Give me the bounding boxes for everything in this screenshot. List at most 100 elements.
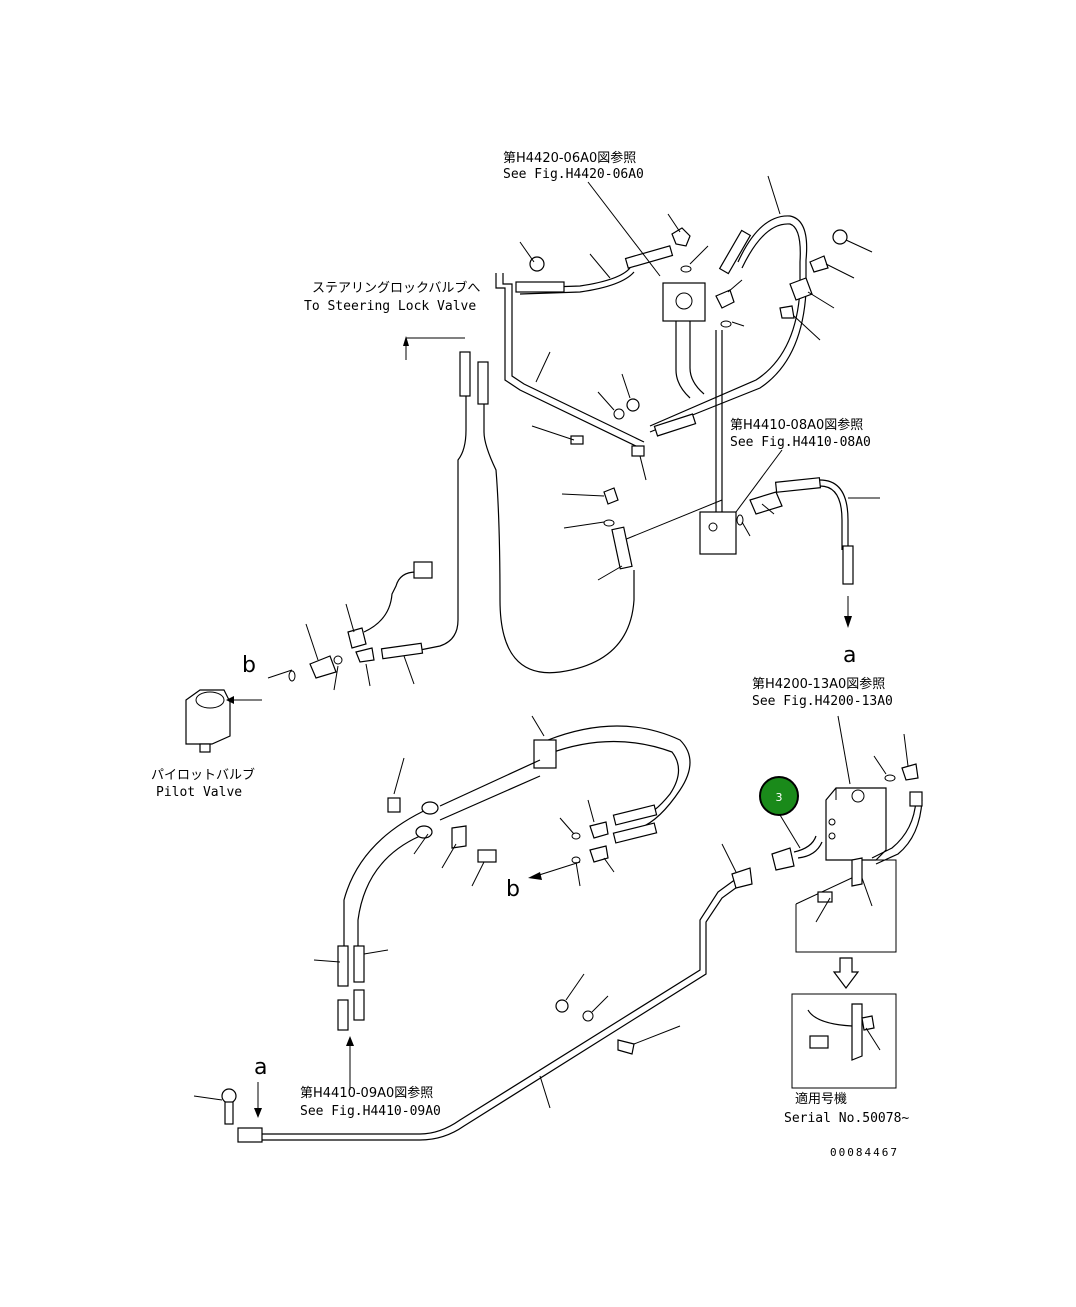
- leader-2: [519, 241, 535, 263]
- leader-46: [193, 1095, 223, 1101]
- sensor-wire: [363, 571, 417, 633]
- valve-block-right: [825, 787, 887, 861]
- steering-lock-jp: ステアリングロックバルブへ: [312, 280, 480, 296]
- valve-block-top: [662, 282, 706, 322]
- clip-lower-left: [387, 797, 401, 813]
- bottom-tube-elbow: [237, 1127, 263, 1143]
- leader-37: [575, 861, 581, 887]
- detail-clip: [861, 1015, 875, 1031]
- marker-a-top: a: [843, 643, 856, 668]
- leader-22: [597, 565, 623, 581]
- ref-h4410-09-en: See Fig.H4410-09A0: [300, 1104, 441, 1119]
- grommet-2: [415, 825, 433, 839]
- leader-31: [393, 757, 405, 795]
- steering-lock-leader: [405, 337, 465, 360]
- hose-top-left-2: [519, 271, 635, 295]
- arrow-b-left-head: [226, 696, 234, 704]
- leader-9: [825, 263, 855, 279]
- leader-h4200: [837, 715, 851, 785]
- leader-4: [667, 213, 681, 233]
- fitting-top-left: [515, 281, 565, 293]
- clip-right: [779, 305, 795, 319]
- valve-block-top-port: [675, 292, 693, 310]
- leader-3: [589, 253, 611, 279]
- leader-49: [865, 1027, 881, 1051]
- arrow-b-mid: [535, 861, 581, 877]
- fitting-mid-right: [749, 491, 783, 515]
- detail-box: [791, 993, 897, 1089]
- steering-fitting-2: [477, 361, 489, 405]
- washer-bottom: [582, 1010, 594, 1022]
- ref-h4200-en: See Fig.H4200-13A0: [752, 694, 893, 709]
- pilot-valve-assembly: [185, 561, 433, 753]
- pilot-valve-en: Pilot Valve: [156, 785, 242, 800]
- nut-mid: [626, 398, 640, 412]
- right-valve-assembly: [791, 763, 923, 1089]
- marker-b-left: b: [242, 653, 256, 678]
- leader-1: [767, 175, 781, 215]
- leader-39: [313, 959, 341, 963]
- adapter-lower-2: [589, 845, 609, 863]
- serial-en: Serial No.50078~: [784, 1111, 909, 1126]
- elbow-steering: [603, 487, 619, 505]
- leader-mid-valve: [623, 499, 723, 541]
- leader-33: [441, 843, 457, 869]
- arrow-b-mid-head: [528, 872, 542, 880]
- middle-valve-assembly: [623, 330, 854, 628]
- oring-mid-valve: [736, 514, 744, 526]
- clip-lower-mid: [451, 825, 467, 849]
- bottom-tube-assembly: [221, 835, 823, 1143]
- leader-47: [815, 897, 831, 923]
- hose-callout-2: [797, 841, 823, 859]
- arrow-to-a-head: [844, 616, 852, 628]
- adapter-pilot: [309, 655, 337, 679]
- valve-block-right-hole-2: [828, 832, 836, 840]
- fitting-vert-2: [353, 945, 365, 983]
- leader-14: [621, 373, 631, 399]
- hose-large-loop: [649, 215, 808, 433]
- leader-8: [845, 239, 873, 253]
- leader-13: [597, 391, 615, 411]
- ref-h4410-08-jp: 第H4410-08A0図参照: [730, 417, 863, 433]
- hose-to-a: [819, 479, 849, 550]
- steering-hose-2: [483, 400, 635, 674]
- elbow-right-block: [901, 763, 919, 781]
- leader-b-left: [267, 669, 293, 679]
- leader-11: [793, 315, 821, 341]
- leader-34: [471, 861, 485, 887]
- hose-down-1: [675, 321, 691, 399]
- leader-h4410-08: [735, 449, 783, 513]
- oring-top: [680, 265, 692, 273]
- callout-3[interactable]: 3: [759, 776, 799, 816]
- figure-id: 00084467: [830, 1146, 899, 1159]
- leader-32: [413, 833, 429, 855]
- marker-b-mid: b: [506, 877, 520, 902]
- leader-45: [539, 1075, 551, 1109]
- hose-lower-loop-inner: [547, 740, 680, 819]
- leader-6: [727, 279, 743, 293]
- ref-label-h4200: 第H4200-13A0図参照 See Fig.H4200-13A0: [752, 676, 893, 709]
- leader-43: [591, 995, 609, 1013]
- leader-44: [633, 1025, 681, 1045]
- clamp-block-upper: [533, 739, 557, 769]
- ref-h4420-en: See Fig.H4420-06A0: [503, 167, 644, 182]
- bolt-bottom-left-shank: [224, 1101, 234, 1125]
- bottom-tube-inner: [262, 881, 745, 1141]
- oring-pilot-2: [333, 655, 343, 665]
- callout-3-circle: [759, 776, 799, 816]
- serial-label: 適用号機 Serial No.50078~: [784, 1091, 909, 1126]
- lower-hose-assembly: [337, 725, 691, 1090]
- elbow-tube-end: [631, 445, 645, 457]
- leader-21: [563, 521, 605, 529]
- leader-29: [903, 733, 909, 767]
- fitting-right-top: [909, 791, 923, 807]
- steering-lock-label: ステアリングロックバルブへ To Steering Lock Valve: [304, 280, 480, 314]
- oring-pilot: [288, 670, 296, 682]
- arrow-a-bottom-head: [254, 1108, 262, 1118]
- fitting-to-a: [842, 545, 854, 585]
- steering-fitting-3: [611, 526, 633, 570]
- fitting-lower-loop-1: [612, 804, 658, 826]
- leader-26: [365, 663, 371, 687]
- detail-arrow: [832, 957, 860, 989]
- leader-lines: [193, 175, 909, 1109]
